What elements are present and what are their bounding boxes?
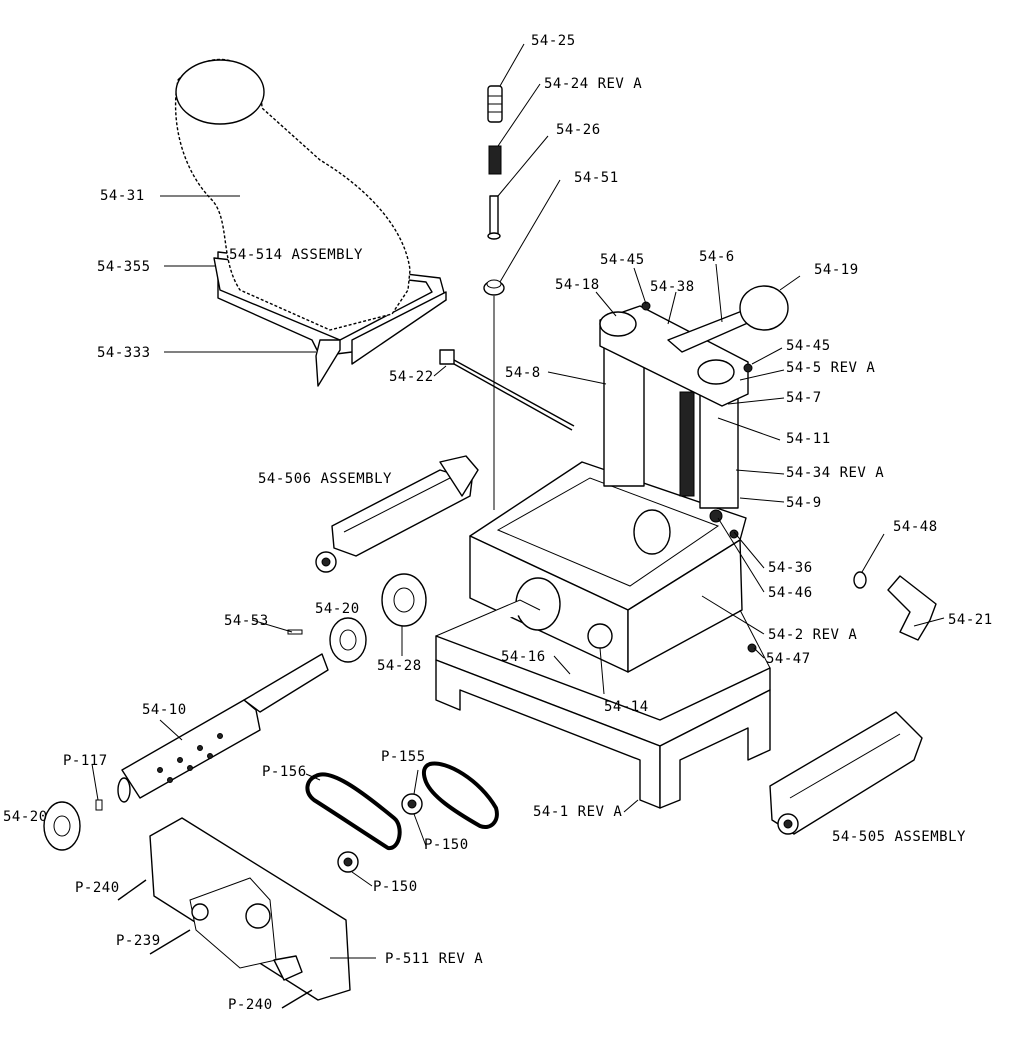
callout-label: 54-51 (574, 170, 619, 186)
callout-labels: 54-25 54-24 REV A 54-26 54-51 54-31 54-5… (3, 33, 993, 1013)
callout-label: 54-355 (97, 259, 151, 275)
callout-label: 54-28 (377, 658, 422, 674)
callout-label: 54-2 REV A (768, 627, 857, 643)
callout-label: 54-506 ASSEMBLY (258, 471, 392, 487)
callout-label: 54-26 (556, 122, 601, 138)
callout-label: 54-22 (389, 369, 434, 385)
callout-label: 54-505 ASSEMBLY (832, 829, 966, 845)
callout-label: 54-38 (650, 279, 695, 295)
callout-label: 54-16 (501, 649, 546, 665)
dust-hood-assembly (174, 58, 447, 387)
column-assembly (599, 285, 789, 509)
callout-label: 54-19 (814, 262, 859, 278)
callout-label: P-117 (63, 753, 108, 769)
callout-label: 54-10 (142, 702, 187, 718)
callout-label: 54-48 (893, 519, 938, 535)
callout-label: 54-18 (555, 277, 600, 293)
callout-label: 54-31 (100, 188, 145, 204)
roller-assembly-506 (315, 455, 479, 573)
leader-lines (91, 43, 945, 959)
callout-label: 54-7 (786, 390, 822, 406)
roller-assembly-505 (769, 711, 923, 835)
callout-label: P-150 (424, 837, 469, 853)
callout-label: 54-24 REV A (544, 76, 642, 92)
callout-label: P-240 (228, 997, 273, 1013)
callout-label: 54-20 (315, 601, 360, 617)
callout-label: 54-9 (786, 495, 822, 511)
callout-label: 54-47 (766, 651, 811, 667)
callout-label: P-155 (381, 749, 426, 765)
callout-label: 54-25 (531, 33, 576, 49)
callout-label: P-156 (262, 764, 307, 780)
chains-and-sprockets (305, 761, 499, 873)
callout-label: 54-8 (505, 365, 541, 381)
callout-label: P-240 (75, 880, 120, 896)
callout-label: 54-333 (97, 345, 151, 361)
threaded-rod (439, 349, 575, 431)
callout-label: P-511 REV A (385, 951, 483, 967)
callout-label: 54-21 (948, 612, 993, 628)
callout-label: 54-14 (604, 699, 649, 715)
gearbox-housing (117, 817, 351, 1009)
handle-parts (709, 509, 937, 653)
callout-label: 54-6 (699, 249, 735, 265)
callout-label: P-239 (116, 933, 161, 949)
callout-label: 54-46 (768, 585, 813, 601)
callout-label: 54-20 (3, 809, 48, 825)
callout-label: 54-5 REV A (786, 360, 875, 376)
bearings (43, 573, 427, 851)
callout-label: 54-11 (786, 431, 831, 447)
screw-stack (483, 85, 505, 510)
callout-label: 54-53 (224, 613, 269, 629)
callout-label: P-150 (373, 879, 418, 895)
callout-label: 54-36 (768, 560, 813, 576)
callout-label: 54-1 REV A (533, 804, 622, 820)
callout-label: 54-514 ASSEMBLY (229, 247, 363, 263)
cutter-shaft (95, 653, 329, 811)
base-housing (435, 599, 771, 809)
callout-label: 54-45 (786, 338, 831, 354)
main-frame (469, 461, 747, 673)
callout-label: 54-34 REV A (786, 465, 884, 481)
callout-label: 54-45 (600, 252, 645, 268)
